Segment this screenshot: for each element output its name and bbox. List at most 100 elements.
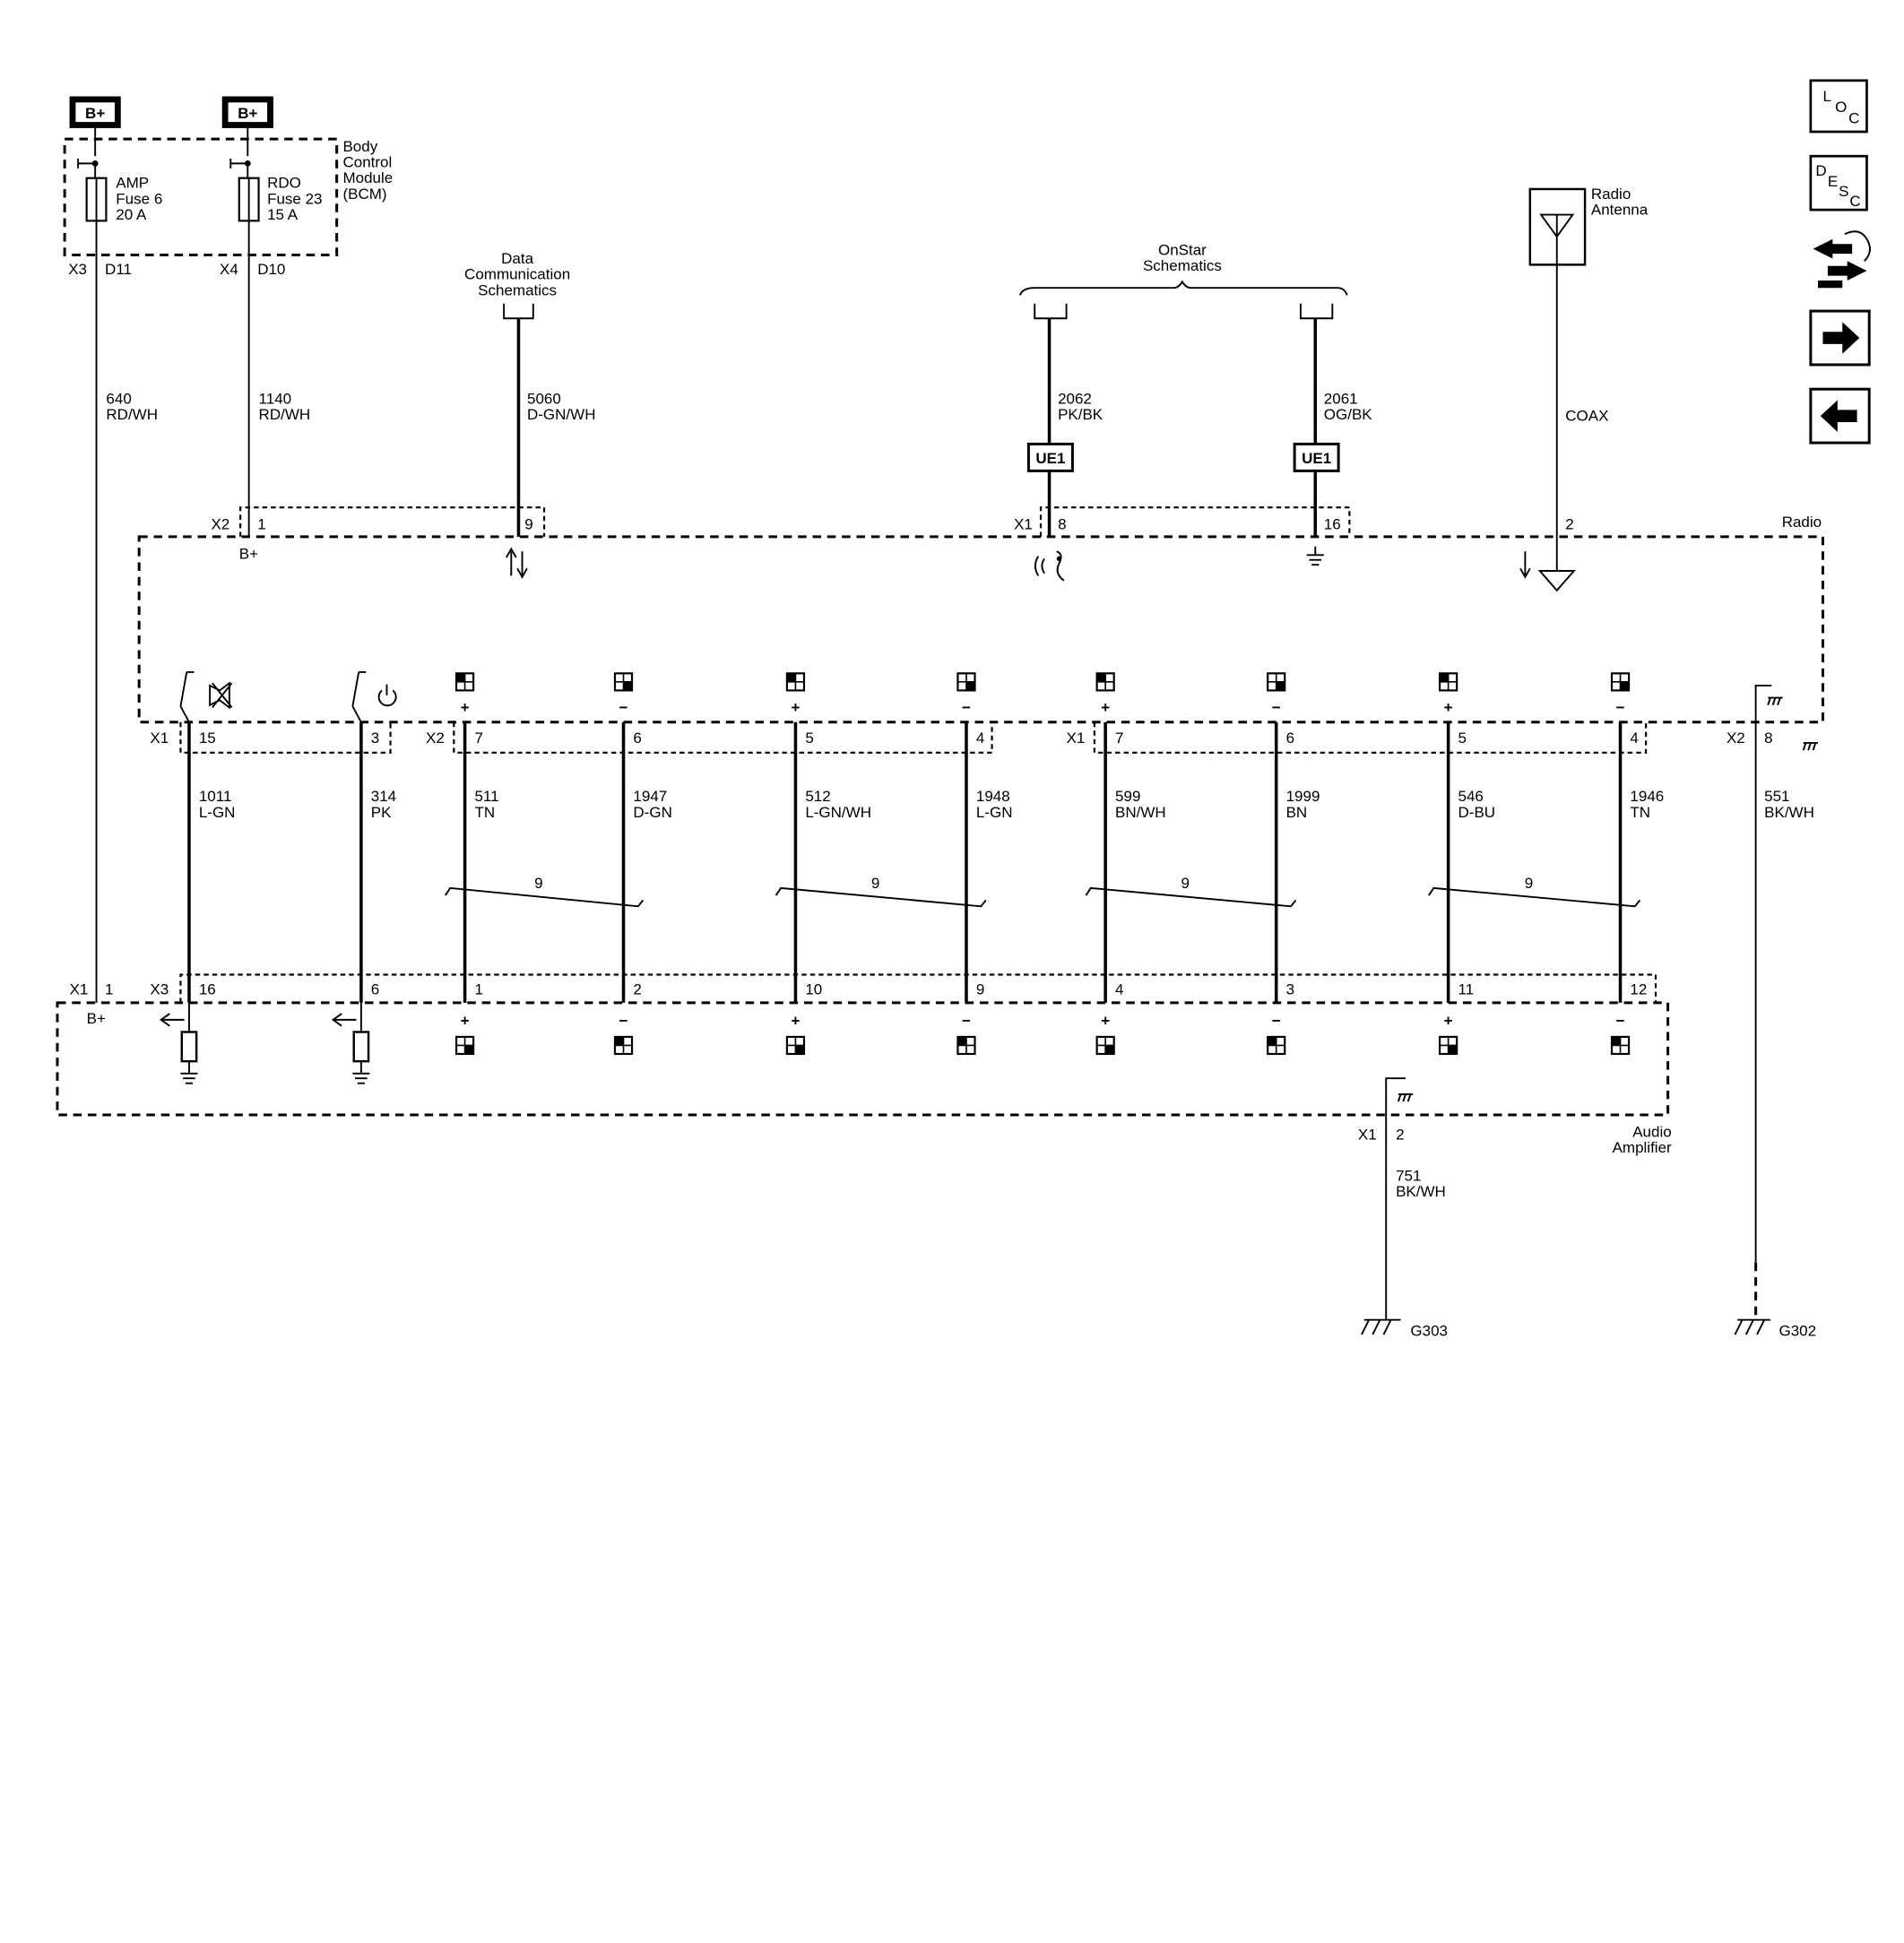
- svg-text:UE1: UE1: [1302, 450, 1331, 467]
- rdo-fuse-number: Fuse 23: [267, 190, 322, 207]
- polarity-label: +: [791, 1013, 800, 1030]
- amp-ground-conn: X1: [1358, 1126, 1377, 1143]
- radio-x2-top-conn: X2: [211, 516, 229, 533]
- wire-color-code: L-GN: [199, 804, 236, 821]
- amp-pin-label: 12: [1630, 980, 1647, 997]
- speaker-input-icon-fill: [464, 1045, 474, 1054]
- polarity-label: −: [1616, 699, 1625, 716]
- bcm-rdo-pin: D10: [257, 261, 285, 278]
- wire-color-code: TN: [474, 804, 495, 821]
- description-button[interactable]: D E S C: [1809, 154, 1868, 212]
- wire-color-code: BN: [1286, 804, 1308, 821]
- wire-2061-color: OG/BK: [1324, 406, 1373, 423]
- connector-tools-button[interactable]: [1813, 230, 1871, 289]
- b-plus-terminal-rdo: B+: [221, 96, 273, 128]
- speaker-output-icon-fill: [965, 681, 975, 691]
- svg-text:Module: Module: [342, 169, 393, 186]
- wire-color-code: L-GN: [976, 804, 1013, 821]
- ground-icon: [180, 1061, 198, 1084]
- radio-pin-label: 6: [633, 730, 641, 747]
- radio-x1-top-conn: X1: [1014, 516, 1033, 533]
- ground-g302-icon: [1734, 1318, 1770, 1335]
- svg-text:D: D: [1815, 162, 1826, 179]
- svg-text:Control: Control: [342, 153, 392, 170]
- wire-2062-color: PK/BK: [1058, 406, 1103, 423]
- amp-pin-label: 4: [1115, 980, 1123, 997]
- speaker-output-icon-fill: [623, 681, 633, 691]
- b-plus-terminal-amp: B+: [69, 96, 121, 128]
- polarity-label: +: [1444, 1013, 1453, 1030]
- wire-1140-color: RD/WH: [259, 406, 311, 423]
- twisted-pair-label: 9: [1181, 875, 1190, 892]
- mute-cross-icon: [212, 682, 233, 709]
- resistor-icon: [352, 1031, 370, 1063]
- speaker-output-icon-fill: [456, 673, 465, 682]
- wire-751-circuit: 751: [1396, 1168, 1421, 1185]
- radio-bplus: B+: [239, 545, 258, 562]
- speaker-input-icon-fill: [1612, 1036, 1621, 1046]
- antenna-label-1: Radio: [1591, 186, 1631, 203]
- radio-connector-label: X1: [150, 730, 169, 747]
- wire-5060-color: D-GN/WH: [527, 406, 595, 423]
- polarity-label: +: [461, 699, 470, 716]
- speaker-input-icon-fill: [614, 1036, 624, 1046]
- data-communication-ref: Data Communication Schematics: [464, 250, 570, 320]
- previous-page-button[interactable]: [1809, 387, 1871, 445]
- wire-circuit-number: 599: [1115, 788, 1140, 805]
- radio-pin-label: 6: [1286, 730, 1294, 747]
- amp-fuse: AMP Fuse 6 20 A: [77, 158, 162, 223]
- wire-circuit-number: 1011: [199, 788, 232, 805]
- arrow-right-icon: [1822, 322, 1860, 354]
- polarity-label: −: [1272, 1013, 1281, 1030]
- wire-color-code: BN/WH: [1115, 804, 1166, 821]
- svg-text:S: S: [1839, 183, 1848, 200]
- wire-640-circuit: 640: [106, 391, 131, 408]
- wire-551-color: BK/WH: [1764, 804, 1814, 821]
- svg-text:OnStar: OnStar: [1158, 241, 1207, 258]
- radio-pin-label: 5: [1458, 730, 1467, 747]
- wire-5060-circuit: 5060: [527, 391, 561, 408]
- wire-color-code: D-GN: [633, 804, 671, 821]
- polarity-label: +: [461, 1013, 470, 1030]
- polarity-label: −: [1272, 699, 1281, 716]
- svg-text:UE1: UE1: [1035, 450, 1065, 467]
- bcm-amp-pin: D11: [105, 261, 132, 278]
- microphone-signal-icon: [1034, 550, 1065, 582]
- amp-connector-label: X3: [150, 980, 169, 997]
- polarity-label: −: [1616, 1013, 1625, 1030]
- amp-fuse-name: AMP: [116, 175, 149, 192]
- amp-pin-label: 11: [1458, 980, 1475, 997]
- wire-color-code: TN: [1630, 804, 1650, 821]
- twisted-pair-label: 9: [1525, 875, 1533, 892]
- arrow-left-icon: [1820, 400, 1857, 432]
- radio-outline: [137, 535, 1824, 724]
- amp-x1-conn: X1: [70, 980, 89, 997]
- ground-g303-label: G303: [1410, 1322, 1448, 1339]
- radio-label: Radio: [1782, 514, 1822, 531]
- speaker-output-icon-fill: [1276, 681, 1285, 691]
- amp-label-2: Amplifier: [1613, 1139, 1672, 1156]
- next-page-button[interactable]: [1809, 309, 1871, 367]
- svg-text:L: L: [1822, 88, 1830, 105]
- switch-icon: [179, 671, 195, 723]
- wire-circuit-number: 512: [805, 788, 830, 805]
- wiring-schematic: B+ B+ Body Control Module (BCM) AMP Fuse…: [56, 79, 1871, 1339]
- location-button[interactable]: L O C: [1809, 79, 1868, 134]
- mute-icon: [209, 681, 230, 710]
- b-plus-label: B+: [238, 105, 257, 122]
- amp-pin-label: 16: [199, 980, 216, 997]
- radio-pin-label: 3: [371, 730, 379, 747]
- radio-ground-conn: X2: [1727, 730, 1745, 747]
- inline-connector-ue1-right: UE1: [1293, 442, 1340, 472]
- radio-pin-label: 4: [976, 730, 984, 747]
- speaker-input-icon-fill: [1105, 1045, 1114, 1054]
- b-plus-label: B+: [85, 105, 105, 122]
- resistor-icon: [180, 1031, 198, 1063]
- svg-text:Schematics: Schematics: [1143, 257, 1222, 274]
- amp-x1-pin: 1: [105, 980, 113, 997]
- wire-color-code: D-BU: [1458, 804, 1496, 821]
- wire-circuit-number: 314: [371, 788, 396, 805]
- polarity-label: +: [1101, 1013, 1110, 1030]
